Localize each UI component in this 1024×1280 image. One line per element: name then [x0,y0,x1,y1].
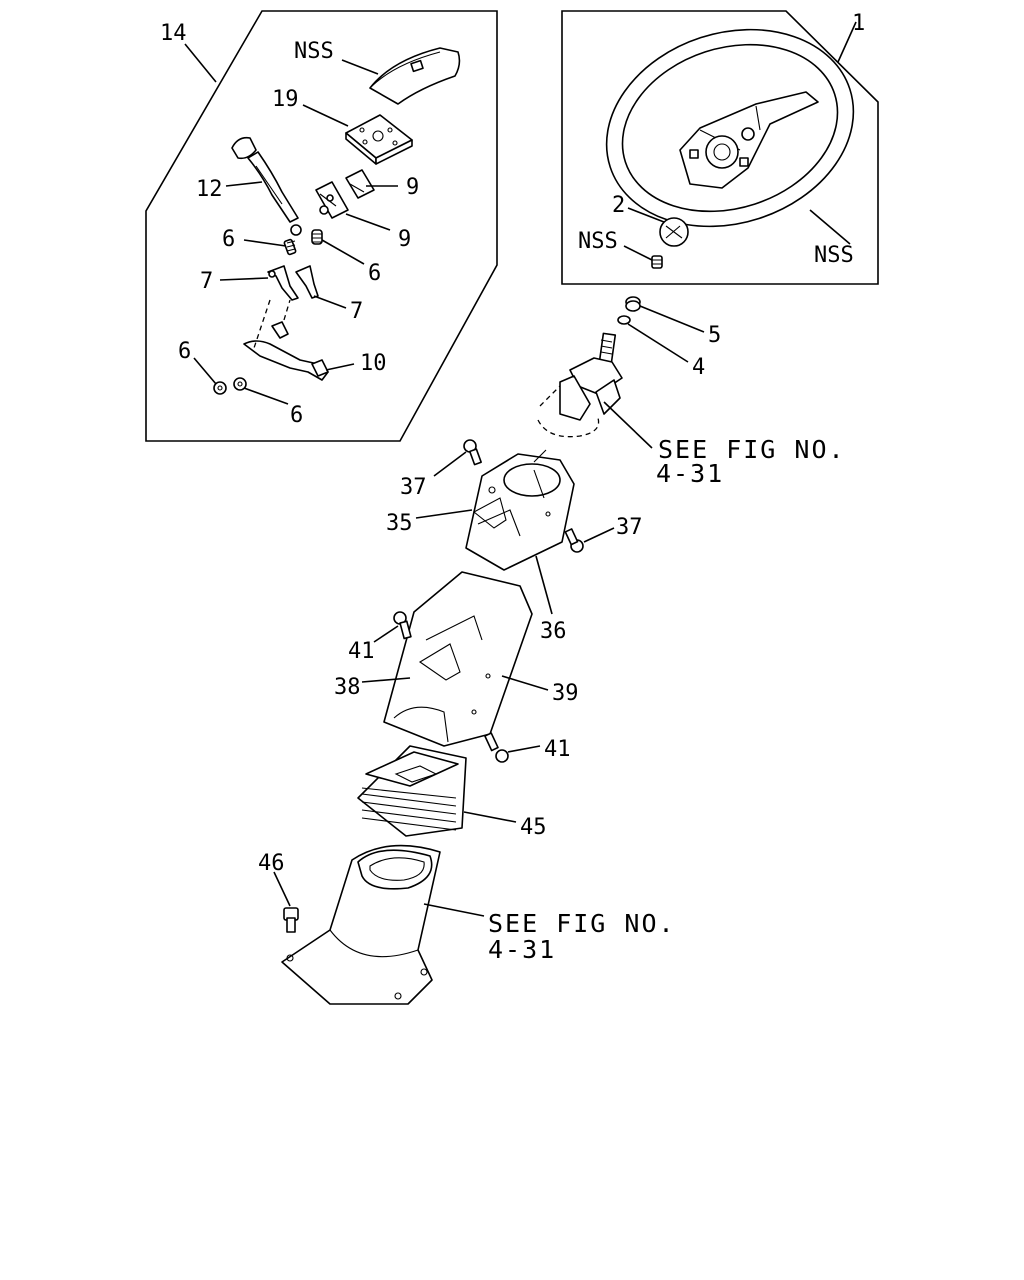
screw-lower-right-part [233,377,247,391]
callout-39: 39 [552,681,579,706]
see-fig-bottom-line1: SEE FIG NO. [488,909,676,938]
column-boot-part [357,745,467,837]
floor-bolt-part [283,907,299,933]
callout-37-upper: 37 [400,475,427,500]
leader-lines-left [184,43,398,405]
callout-nss-wheel: NSS [814,243,854,268]
horn-cap-part [659,217,689,247]
wheel-screw-part [651,255,663,269]
screw-upper-part [283,238,297,256]
callout-6-lower-left: 6 [178,339,191,364]
callout-38: 38 [334,675,361,700]
callout-12: 12 [196,177,223,202]
callout-2: 2 [612,193,625,218]
callout-41-upper: 41 [348,639,375,664]
steering-column-part [537,332,623,438]
callout-7-left: 7 [200,269,213,294]
callout-nss-pad: NSS [294,39,334,64]
callout-46: 46 [258,851,285,876]
callout-14: 14 [160,21,187,46]
switch-group-inset [145,10,498,442]
callout-45: 45 [520,815,547,840]
callout-5: 5 [708,323,721,348]
callout-6-lower-right: 6 [290,403,303,428]
bracket-part [267,265,319,301]
see-fig-top-line2: 4-31 [656,459,724,488]
callout-6-upper-left: 6 [222,227,235,252]
lower-column-cover-part [383,571,533,747]
steering-wheel-part [605,28,855,228]
see-fig-bottom-line2: 4-31 [488,935,556,964]
cover-screw-upper-part [463,439,482,466]
switch-lever-part [231,136,302,236]
see-fig-top-line1: SEE FIG NO. [658,435,846,464]
horn-pad-part [369,47,461,105]
callout-nss-screw: NSS [578,229,618,254]
callout-35: 35 [386,511,413,536]
callout-4: 4 [692,355,705,380]
screw-spring-part [311,229,323,245]
callout-6-upper-right: 6 [368,261,381,286]
screw-lower-left-part [213,381,227,395]
leader-lines-right-box [623,21,857,261]
wiper-lever-part [243,299,329,381]
cover-screw-side-part [564,528,584,553]
lower-cover-screw-right-part [484,732,509,763]
callout-41-lower: 41 [544,737,571,762]
nut-part [625,296,641,312]
floor-cover-part [281,844,441,1005]
callout-1: 1 [852,11,865,36]
leader-lines-center [273,305,705,917]
steering-wheel-inset [561,10,879,285]
callout-19: 19 [272,87,299,112]
lower-cover-screw-left-part [393,611,412,640]
washer-part [617,315,631,325]
callout-36: 36 [540,619,567,644]
callout-7-right: 7 [350,299,363,324]
combination-switch-part [315,169,375,219]
callout-9-lower: 9 [398,227,411,252]
callout-9-upper: 9 [406,175,419,200]
callout-37-side: 37 [616,515,643,540]
callout-10: 10 [360,351,387,376]
contact-plate-part [345,114,413,165]
upper-column-cover-part [465,449,575,571]
